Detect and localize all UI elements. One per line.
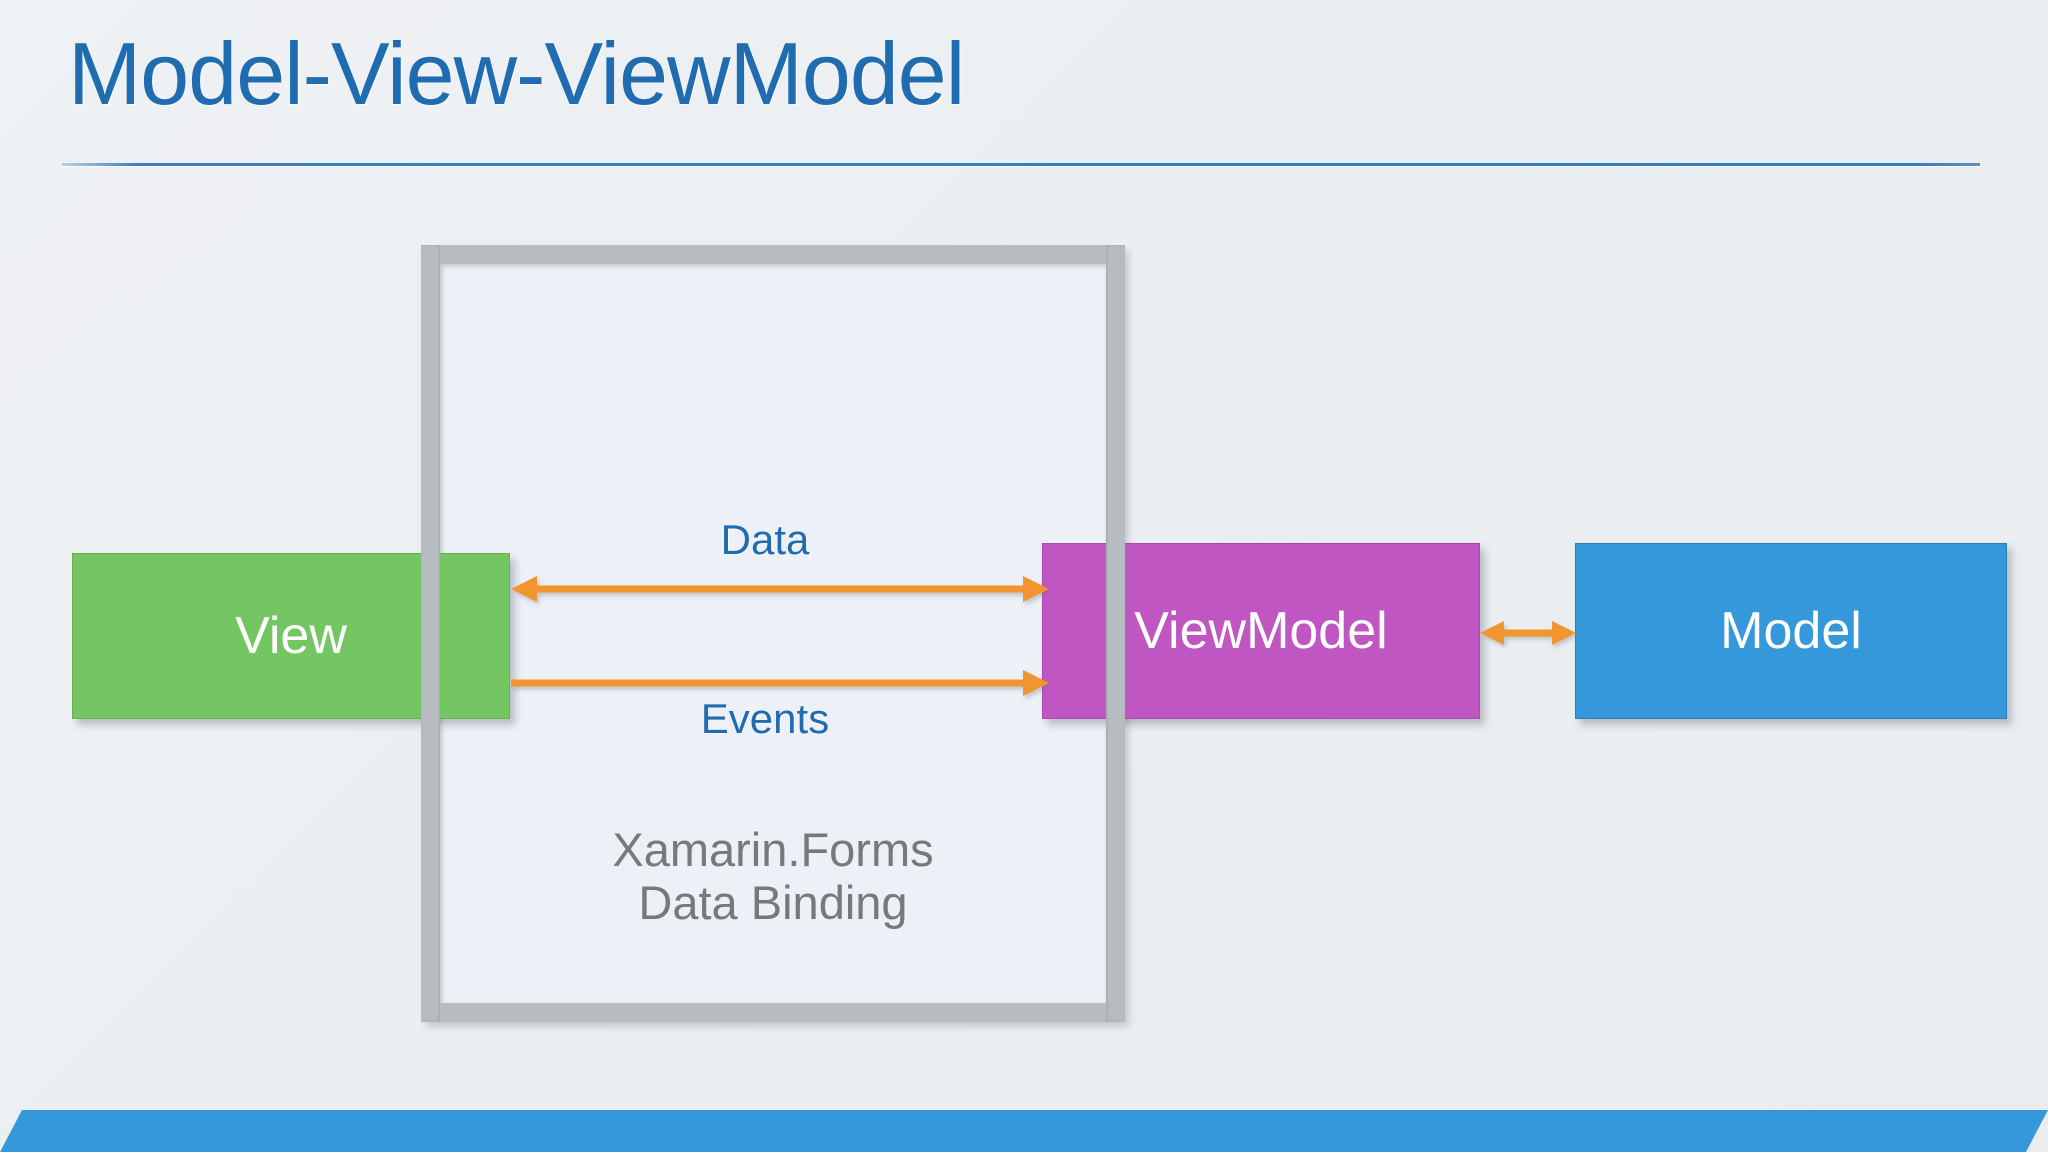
data-arrow-label: Data	[720, 516, 810, 563]
container-caption-line-2: Data Binding	[638, 876, 908, 930]
model-box[interactable]: Model	[1575, 543, 2007, 719]
viewmodel-box[interactable]: ViewModel	[1042, 543, 1480, 719]
viewmodel-box-label: ViewModel	[1134, 602, 1388, 660]
title-divider	[62, 163, 1980, 166]
view-box-label: View	[235, 607, 347, 665]
events-arrow-label: Events	[700, 695, 830, 742]
container-caption-line-1: Xamarin.Forms	[612, 823, 934, 876]
viewmodel-model-arrow	[1480, 621, 1576, 645]
container-caption: Xamarin.Forms Data Binding	[421, 823, 1125, 929]
data-arrow	[511, 576, 1049, 602]
model-box-label: Model	[1720, 602, 1862, 660]
page-title: Model-View-ViewModel	[68, 24, 965, 123]
footer-accent-bar	[0, 1110, 2048, 1152]
events-arrow	[511, 670, 1049, 696]
